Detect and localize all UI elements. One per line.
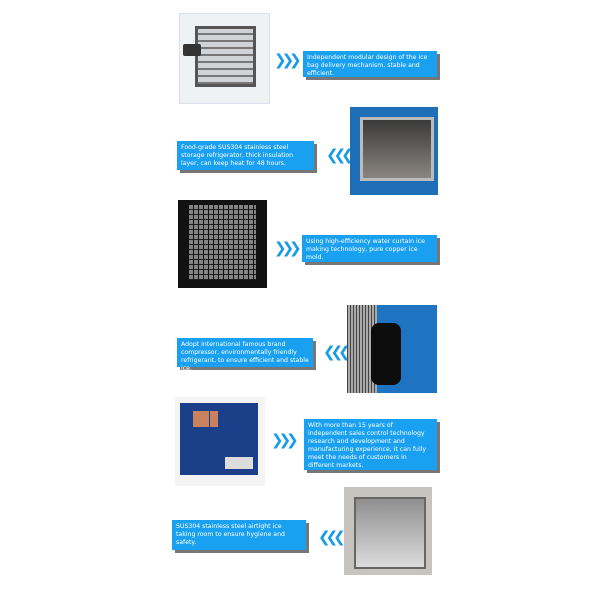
storage-refrigerator-image xyxy=(350,107,438,195)
chevron-left-icon: ❮❮❮ xyxy=(318,528,346,546)
ice-taking-room-image xyxy=(344,487,432,575)
chevron-right-icon: ❯❯❯ xyxy=(274,239,302,257)
ice-bag-delivery-mechanism-image xyxy=(179,13,270,104)
chevron-right-icon: ❯❯❯ xyxy=(274,51,302,69)
feature-caption: Food-grade SUS304 stainless steel storag… xyxy=(177,141,314,170)
chevron-left-icon: ❮❮❮ xyxy=(326,146,354,164)
feature-caption: Using high-efficiency water curtain ice … xyxy=(302,235,437,262)
feature-caption: Adopt international famous brand compres… xyxy=(177,338,313,372)
feature-caption: With more than 15 years of independent s… xyxy=(304,419,437,470)
control-board-image xyxy=(175,397,265,486)
chevron-right-icon: ❯❯❯ xyxy=(271,431,299,449)
compressor-image xyxy=(347,305,437,393)
chevron-left-icon: ❮❮❮ xyxy=(323,343,351,361)
feature-caption: Independent modular design of the ice ba… xyxy=(303,51,437,77)
feature-caption: SUS304 stainless steel airtight ice taki… xyxy=(172,520,306,550)
water-curtain-ice-mold-image xyxy=(178,200,267,288)
